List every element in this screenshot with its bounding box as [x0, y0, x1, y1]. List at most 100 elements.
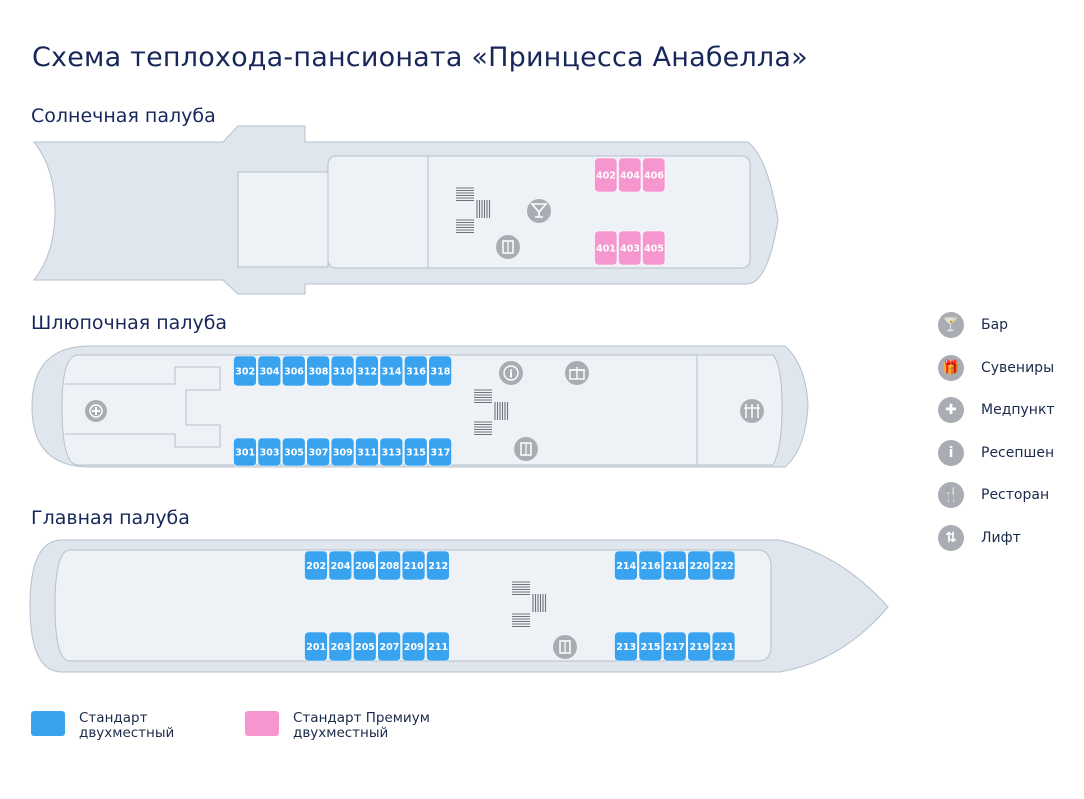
cabin-number: 210 — [404, 561, 424, 572]
cabin-221[interactable]: 221 — [711, 631, 736, 662]
legend-label: Бар — [981, 317, 1009, 333]
restaurant-icon: 🍴 — [938, 482, 964, 508]
cabin-number: 307 — [308, 448, 328, 459]
cabin-402[interactable]: 402 — [594, 157, 618, 193]
cabin-202[interactable]: 202 — [304, 550, 328, 581]
cabin-number: 314 — [382, 367, 402, 378]
page-title: Схема теплохода-пансионата «Принцесса Ан… — [32, 42, 808, 73]
cabin-219[interactable]: 219 — [687, 631, 711, 662]
cabin-number: 309 — [333, 448, 353, 459]
cabin-211[interactable]: 211 — [426, 631, 450, 662]
cabin-204[interactable]: 204 — [328, 550, 353, 581]
deck-title-boat: Шлюпочная палуба — [31, 312, 228, 334]
cabin-number: 406 — [644, 171, 664, 182]
cabin-315[interactable]: 315 — [403, 437, 428, 467]
legend-label: Медпункт — [981, 402, 1055, 418]
legend-standard-swatch — [31, 711, 65, 736]
cabin-216[interactable]: 216 — [638, 550, 663, 581]
legend-item-souvenir: 🎁Сувениры — [938, 354, 1054, 382]
cabin-number: 211 — [428, 642, 448, 653]
cabin-213[interactable]: 213 — [614, 631, 638, 662]
cabin-212[interactable]: 212 — [426, 550, 450, 581]
cabin-210[interactable]: 210 — [401, 550, 426, 581]
legend-label: Лифт — [981, 529, 1021, 546]
legend-standard: Стандарт двухместный — [31, 711, 174, 741]
elevator-icon[interactable] — [496, 235, 520, 259]
cabin-314[interactable]: 314 — [379, 355, 404, 387]
cabin-313[interactable]: 313 — [379, 437, 404, 467]
cabin-number: 203 — [331, 642, 351, 653]
reception-icon: i — [938, 439, 964, 466]
cabin-208[interactable]: 208 — [377, 550, 401, 581]
cabin-206[interactable]: 206 — [352, 550, 377, 581]
bar-icon[interactable] — [527, 199, 551, 223]
legend-premium-line1: Стандарт Премиум — [293, 710, 430, 726]
medical-icon: ✚ — [938, 397, 964, 423]
cabin-number: 207 — [379, 642, 399, 653]
cabin-310[interactable]: 310 — [330, 355, 355, 387]
cabin-number: 212 — [428, 561, 448, 572]
cabin-305[interactable]: 305 — [281, 437, 306, 467]
cabin-303[interactable]: 303 — [257, 437, 282, 467]
cabin-406[interactable]: 406 — [642, 157, 666, 193]
cabin-number: 215 — [641, 642, 661, 653]
legend-label: Ресепшен — [981, 444, 1055, 461]
cabin-203[interactable]: 203 — [328, 631, 353, 662]
elevator-icon[interactable] — [553, 635, 577, 659]
cabin-number: 311 — [357, 448, 377, 459]
cabin-number: 204 — [331, 561, 351, 572]
elevator-icon[interactable] — [514, 437, 538, 461]
cabin-205[interactable]: 205 — [352, 631, 377, 662]
cabin-304[interactable]: 304 — [257, 355, 282, 387]
cabin-number: 220 — [689, 561, 709, 572]
legend-premium: Стандарт Премиум двухместный — [245, 711, 430, 741]
cabin-number: 217 — [665, 642, 685, 653]
souvenir-icon[interactable] — [565, 361, 589, 385]
deck-title-sun: Солнечная палуба — [31, 105, 216, 127]
cabin-201[interactable]: 201 — [304, 631, 328, 662]
cabin-405[interactable]: 405 — [642, 230, 666, 266]
cabin-404[interactable]: 404 — [618, 157, 642, 193]
cabin-308[interactable]: 308 — [306, 355, 330, 387]
medical-icon[interactable] — [85, 400, 107, 422]
cabin-301[interactable]: 301 — [233, 437, 257, 467]
cabin-209[interactable]: 209 — [401, 631, 426, 662]
svg-text:i: i — [509, 368, 513, 381]
cabin-217[interactable]: 217 — [662, 631, 687, 662]
cabin-214[interactable]: 214 — [614, 550, 638, 581]
cabin-218[interactable]: 218 — [662, 550, 687, 581]
cabin-number: 206 — [355, 561, 375, 572]
cabin-317[interactable]: 317 — [428, 437, 452, 467]
cabin-number: 318 — [430, 367, 450, 378]
legend-standard-line1: Стандарт — [79, 710, 148, 726]
legend-item-medical: ✚ Медпункт — [938, 396, 1055, 424]
cabin-215[interactable]: 215 — [638, 631, 663, 662]
cabin-302[interactable]: 302 — [233, 355, 257, 387]
cabin-403[interactable]: 403 — [618, 230, 642, 266]
elevator-icon: ⇅ — [938, 524, 964, 551]
cabin-307[interactable]: 307 — [306, 437, 330, 467]
cabin-number: 316 — [406, 367, 426, 378]
cabin-220[interactable]: 220 — [687, 550, 711, 581]
cabin-number: 305 — [284, 448, 304, 459]
cabin-222[interactable]: 222 — [711, 550, 736, 581]
cabin-401[interactable]: 401 — [594, 230, 618, 266]
cabin-207[interactable]: 207 — [377, 631, 401, 662]
cabin-318[interactable]: 318 — [428, 355, 452, 387]
cabin-number: 202 — [306, 561, 326, 572]
cabin-312[interactable]: 312 — [355, 355, 379, 387]
reception-icon[interactable]: i — [499, 361, 523, 385]
restaurant-icon[interactable] — [740, 399, 764, 423]
cabin-number: 313 — [382, 448, 402, 459]
cabin-306[interactable]: 306 — [281, 355, 306, 387]
boat-deck-bow-room — [65, 366, 221, 448]
cabin-number: 301 — [235, 448, 255, 459]
cabin-311[interactable]: 311 — [355, 437, 379, 467]
cabin-309[interactable]: 309 — [330, 437, 355, 467]
cabin-number: 402 — [596, 171, 616, 182]
cabin-number: 404 — [620, 171, 640, 182]
cabin-number: 303 — [260, 448, 280, 459]
cabin-316[interactable]: 316 — [403, 355, 428, 387]
